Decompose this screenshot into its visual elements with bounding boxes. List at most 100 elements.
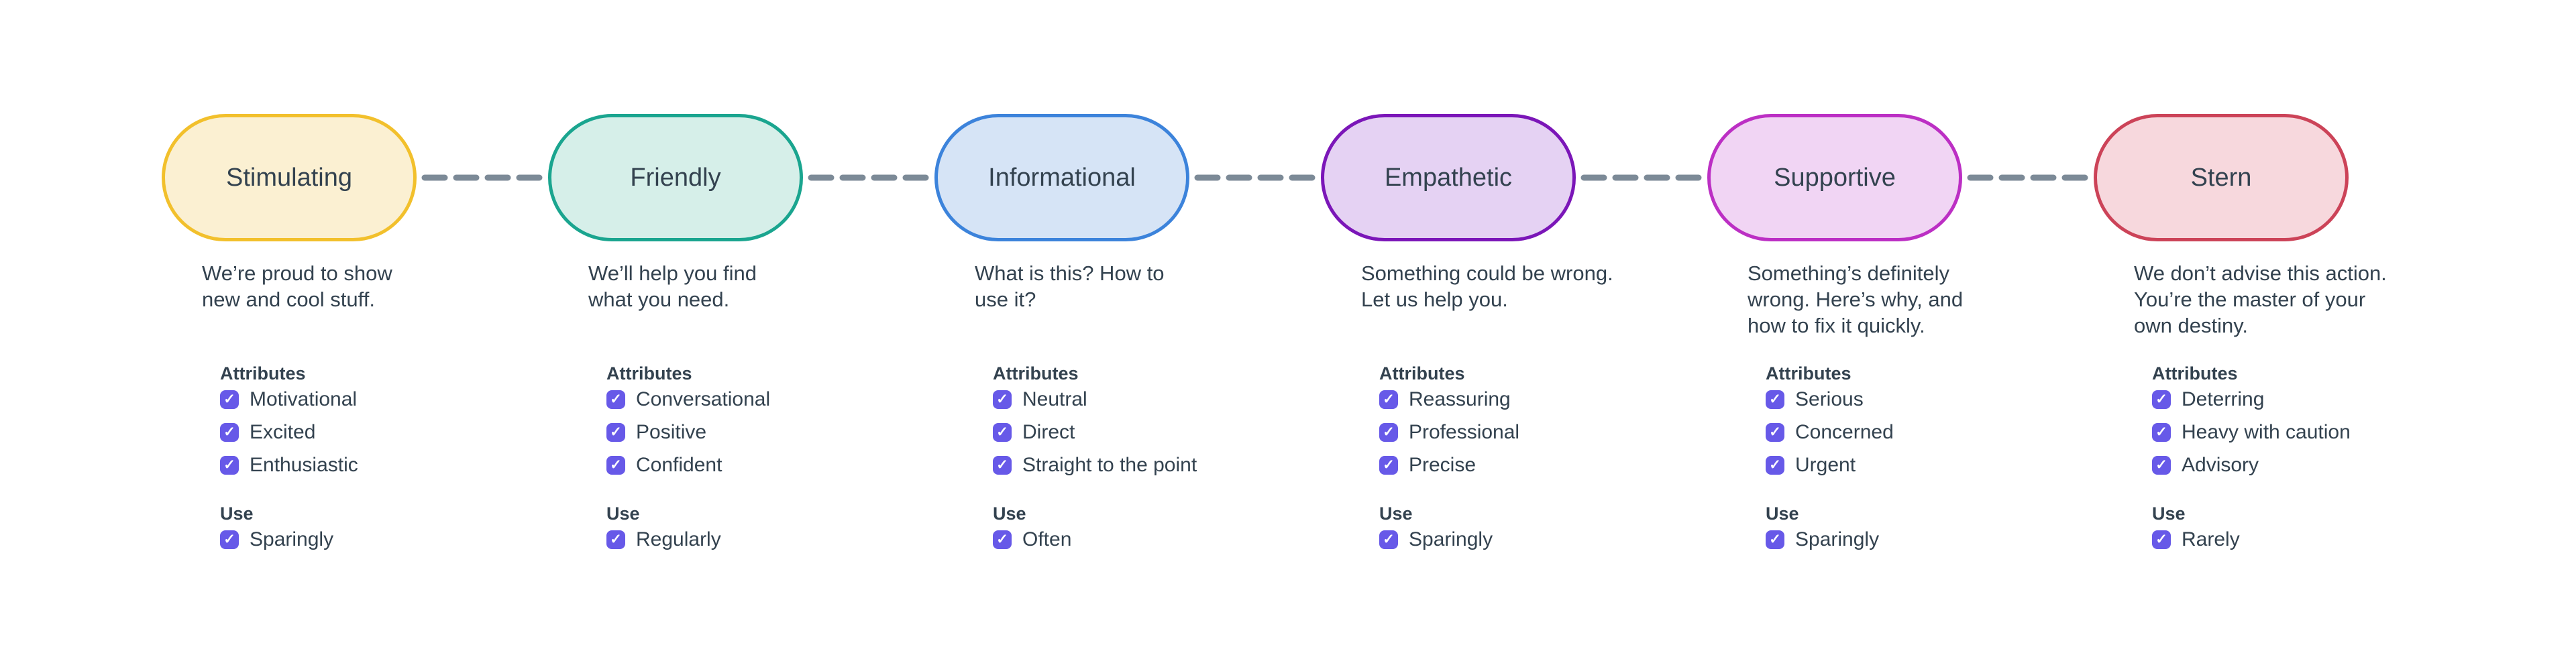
checkbox-checked[interactable]: ✓ xyxy=(1766,390,1784,409)
checkmark-icon: ✓ xyxy=(996,457,1008,473)
checkbox-checked[interactable]: ✓ xyxy=(1379,530,1398,549)
use-label: Sparingly xyxy=(250,528,334,550)
tone-column-stern: Stern We don’t advise this action. You’r… xyxy=(2028,0,2414,649)
attribute-checkbox-row: ✓ Heavy with caution xyxy=(2152,421,2407,443)
use-checkbox-row: ✓ Often xyxy=(993,528,1248,550)
tone-pill-friendly: Friendly xyxy=(548,114,803,241)
checkmark-icon: ✓ xyxy=(610,457,622,473)
tone-pill-informational: Informational xyxy=(934,114,1189,241)
attribute-checkbox-row: ✓ Confident xyxy=(606,455,861,475)
use-section-label: Use xyxy=(220,504,254,524)
tone-details: Attributes ✓ Reassuring ✓ Professional ✓… xyxy=(1379,363,1634,550)
checkbox-checked[interactable]: ✓ xyxy=(606,390,625,409)
use-section: Use ✓ Rarely xyxy=(2152,503,2407,550)
attribute-label: Neutral xyxy=(1022,388,1087,410)
checkbox-checked[interactable]: ✓ xyxy=(993,530,1012,549)
use-checkbox-row: ✓ Regularly xyxy=(606,530,861,550)
checkbox-checked[interactable]: ✓ xyxy=(1766,530,1784,549)
attribute-label: Reassuring xyxy=(1409,388,1511,410)
checkbox-checked[interactable]: ✓ xyxy=(993,456,1012,475)
attributes-section: Attributes ✓ Reassuring ✓ Professional ✓… xyxy=(1379,363,1634,475)
use-checkbox-row: ✓ Rarely xyxy=(2152,528,2407,550)
attribute-label: Excited xyxy=(250,421,316,443)
tone-column-friendly: Friendly We’ll help you find what you ne… xyxy=(482,0,869,649)
checkmark-icon: ✓ xyxy=(996,424,1008,440)
attribute-label: Urgent xyxy=(1795,454,1856,476)
checkmark-icon: ✓ xyxy=(1383,391,1395,407)
attribute-checkbox-row: ✓ Neutral xyxy=(993,388,1248,410)
use-label: Sparingly xyxy=(1409,528,1493,550)
checkbox-checked[interactable]: ✓ xyxy=(993,423,1012,442)
tone-pill-empathetic: Empathetic xyxy=(1321,114,1576,241)
use-checkbox-row: ✓ Sparingly xyxy=(1379,528,1634,550)
attribute-checkbox-row: ✓ Reassuring xyxy=(1379,388,1634,410)
tone-description: What is this? How to use it? xyxy=(975,261,1165,311)
attribute-checkbox-row: ✓ Advisory xyxy=(2152,455,2407,475)
attribute-checkbox-row: ✓ Direct xyxy=(993,421,1248,443)
attribute-label: Heavy with caution xyxy=(2182,421,2351,443)
checkbox-checked[interactable]: ✓ xyxy=(1379,456,1398,475)
attribute-label: Straight to the point xyxy=(1022,454,1197,476)
attribute-label: Direct xyxy=(1022,421,1075,443)
checkbox-checked[interactable]: ✓ xyxy=(2152,456,2171,475)
tone-description: Something’s definitely wrong. Here’s why… xyxy=(1748,261,1964,337)
attribute-checkbox-row: ✓ Precise xyxy=(1379,455,1634,475)
attributes-section: Attributes ✓ Neutral ✓ Direct ✓ Straight… xyxy=(993,363,1248,475)
checkbox-checked[interactable]: ✓ xyxy=(1766,456,1784,475)
checkbox-checked[interactable]: ✓ xyxy=(220,456,239,475)
attribute-label: Professional xyxy=(1409,421,1520,443)
tone-column-informational: Informational What is this? How to use i… xyxy=(869,0,1255,649)
checkbox-checked[interactable]: ✓ xyxy=(220,530,239,549)
checkmark-icon: ✓ xyxy=(996,391,1008,407)
use-section: Use ✓ Sparingly xyxy=(1379,503,1634,550)
attribute-checkbox-row: ✓ Concerned xyxy=(1766,422,2021,442)
attribute-checkbox-row: ✓ Motivational xyxy=(220,390,475,410)
checkmark-icon: ✓ xyxy=(223,457,235,473)
use-label: Rarely xyxy=(2182,528,2240,550)
tone-pill-supportive: Supportive xyxy=(1707,114,1962,241)
tone-description: We’re proud to show new and cool stuff. xyxy=(202,261,392,311)
checkmark-icon: ✓ xyxy=(223,424,235,440)
use-label: Often xyxy=(1022,528,1072,550)
tone-description: We’ll help you find what you need. xyxy=(588,261,757,311)
checkmark-icon: ✓ xyxy=(2155,457,2167,473)
tone-column-empathetic: Empathetic Something could be wrong. Let… xyxy=(1255,0,1642,649)
attribute-checkbox-row: ✓ Positive xyxy=(606,422,861,442)
checkmark-icon: ✓ xyxy=(2155,531,2167,547)
checkmark-icon: ✓ xyxy=(610,424,622,440)
tone-description: Something could be wrong. Let us help yo… xyxy=(1361,261,1613,311)
checkbox-checked[interactable]: ✓ xyxy=(606,530,625,549)
checkbox-checked[interactable]: ✓ xyxy=(606,423,625,442)
attribute-label: Deterring xyxy=(2182,388,2265,410)
checkmark-icon: ✓ xyxy=(996,531,1008,547)
checkbox-checked[interactable]: ✓ xyxy=(2152,390,2171,409)
tone-pill-label: Friendly xyxy=(630,164,721,192)
checkbox-checked[interactable]: ✓ xyxy=(2152,530,2171,549)
attribute-label: Enthusiastic xyxy=(250,454,358,476)
checkbox-checked[interactable]: ✓ xyxy=(993,390,1012,409)
use-label: Sparingly xyxy=(1795,528,1880,550)
use-section-label: Use xyxy=(993,504,1026,524)
checkbox-checked[interactable]: ✓ xyxy=(1379,423,1398,442)
tone-pill-label: Supportive xyxy=(1774,164,1896,192)
checkbox-checked[interactable]: ✓ xyxy=(2152,423,2171,442)
tone-pill-label: Empathetic xyxy=(1384,164,1513,192)
checkbox-checked[interactable]: ✓ xyxy=(1766,423,1784,442)
attribute-checkbox-row: ✓ Urgent xyxy=(1766,454,2021,476)
use-section-label: Use xyxy=(2152,504,2186,524)
attribute-checkbox-row: ✓ Serious xyxy=(1766,390,2021,410)
attributes-section-label: Attributes xyxy=(220,363,306,384)
checkmark-icon: ✓ xyxy=(610,531,622,547)
attributes-section-label: Attributes xyxy=(606,363,692,384)
checkbox-checked[interactable]: ✓ xyxy=(606,456,625,475)
attribute-checkbox-row: ✓ Professional xyxy=(1379,421,1634,443)
attributes-section-label: Attributes xyxy=(1766,363,1851,384)
use-section: Use ✓ Sparingly xyxy=(1766,503,2021,550)
checkmark-icon: ✓ xyxy=(1383,457,1395,473)
checkbox-checked[interactable]: ✓ xyxy=(220,390,239,409)
checkbox-checked[interactable]: ✓ xyxy=(220,423,239,442)
checkbox-checked[interactable]: ✓ xyxy=(1379,390,1398,409)
tone-details: Attributes ✓ Conversational ✓ Positive ✓… xyxy=(606,363,861,550)
checkmark-icon: ✓ xyxy=(2155,424,2167,440)
tone-pill-label: Informational xyxy=(988,164,1136,192)
